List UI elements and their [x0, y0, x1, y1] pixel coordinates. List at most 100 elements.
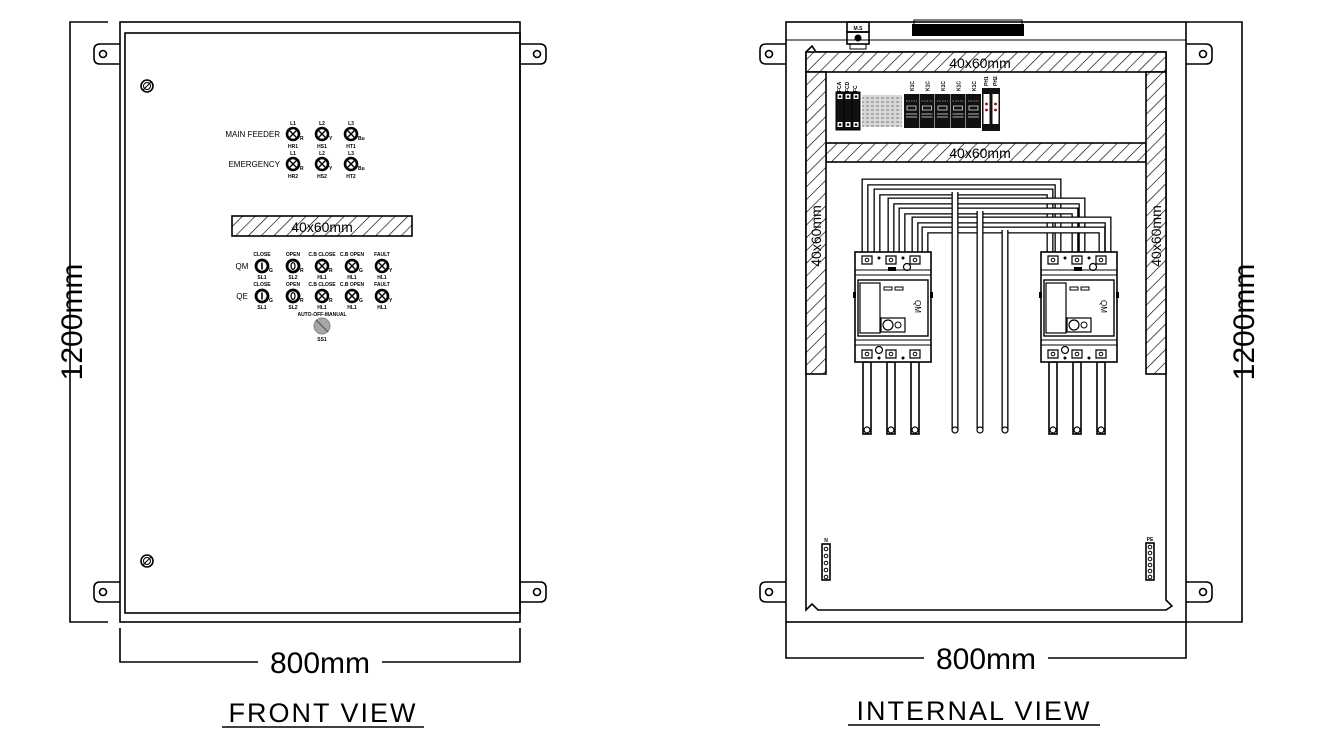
- control-tag-label: SL1: [257, 275, 266, 281]
- neutral-label: N: [824, 538, 828, 544]
- relay: K1C: [919, 81, 935, 128]
- control-top-label: OPEN: [286, 252, 301, 258]
- relay-label: K1C: [941, 81, 947, 91]
- lamp-color-label: Bu: [358, 136, 365, 142]
- middle-busbar-label: 40x60mm: [949, 145, 1010, 161]
- selector-switch[interactable]: AUTO-OFF-MANUAL SS1: [297, 312, 346, 343]
- control-top-label: C.B OPEN: [340, 282, 365, 288]
- front-width-label: 800mm: [270, 647, 370, 680]
- lamp-phase-label: L2: [319, 151, 325, 157]
- relay-label: K1C: [972, 81, 978, 91]
- control-color-label: R: [300, 298, 304, 304]
- control-color-label: Y: [389, 268, 393, 274]
- lamp-color-label: Y: [329, 136, 333, 142]
- right-busbar: [1145, 71, 1167, 375]
- door-lock-top-icon: [140, 79, 154, 93]
- lamp-phase-label: L1: [290, 151, 296, 157]
- relay: K1C: [904, 81, 919, 128]
- internal-height-dimension: 1200mm: [1186, 21, 1261, 623]
- lamp-tag-label: HR2: [288, 174, 298, 180]
- selector-switch-bottom-label: SS1: [317, 337, 327, 343]
- fuse-label: FC: [853, 85, 859, 92]
- front-height-dimension: 1200mm: [56, 21, 108, 623]
- relay: K1C: [935, 81, 950, 128]
- control-tag-label: HL1: [377, 275, 387, 281]
- fuse-label: FCA: [837, 81, 843, 92]
- control-color-label: G: [359, 268, 363, 274]
- phase-relay: PH1: [982, 76, 991, 131]
- breaker-label: QM: [1099, 300, 1108, 313]
- left-busbar: [805, 71, 827, 375]
- indicator-row-label: MAIN FEEDER: [225, 130, 280, 139]
- lamp-phase-label: L2: [319, 121, 325, 127]
- control-color-label: Y: [389, 298, 393, 304]
- enclosure-door: [124, 32, 521, 614]
- internal-height-label: 1200mm: [1228, 264, 1261, 381]
- molded-case-breaker: QM: [853, 251, 933, 435]
- control-tag-label: SL2: [288, 275, 297, 281]
- lamp-phase-label: L1: [290, 121, 296, 127]
- control-top-label: FAULT: [374, 282, 390, 288]
- right-busbar-label: 40x60mm: [1148, 205, 1164, 266]
- front-busbar-label: 40x60mm: [291, 219, 352, 235]
- neutral-terminal-bar: N: [821, 538, 831, 581]
- front-width-dimension: 800mm: [119, 628, 521, 680]
- control-color-label: G: [269, 268, 273, 274]
- mcb-device: M.S: [846, 21, 870, 50]
- phase-relay: PH2: [991, 76, 1000, 131]
- fuse-holder: FCA: [835, 81, 845, 131]
- control-tag-label: HL1: [347, 305, 357, 311]
- control-top-label: C.B CLOSE: [308, 282, 336, 288]
- indicator-row-label: EMERGENCY: [228, 160, 280, 169]
- control-tag-label: HL1: [377, 305, 387, 311]
- mounting-plate: [805, 44, 1174, 612]
- earth-terminal-bar: PE: [1145, 537, 1155, 581]
- lamp-tag-label: HT2: [346, 174, 356, 180]
- relay-label: K1C: [910, 81, 916, 91]
- relay: K1C: [966, 81, 981, 128]
- control-row-label: QE: [236, 292, 248, 301]
- internal-width-dimension: 800mm: [785, 622, 1187, 676]
- control-top-label: C.B CLOSE: [308, 252, 336, 258]
- selector-switch-top-label: AUTO-OFF-MANUAL: [297, 312, 346, 318]
- lamp-color-label: Bu: [358, 166, 365, 172]
- mcb-label: M.S: [854, 26, 864, 32]
- lamp-tag-label: HS2: [317, 174, 327, 180]
- lamp-tag-label: HS1: [317, 144, 327, 150]
- front-view: 1200mm 800mm: [56, 21, 547, 728]
- lamp-phase-label: L3: [348, 121, 354, 127]
- breaker-label: QM: [913, 300, 922, 313]
- lamp-phase-label: L3: [348, 151, 354, 157]
- front-height-label: 1200mm: [56, 264, 89, 381]
- mounting-brackets: [93, 43, 547, 603]
- control-top-label: CLOSE: [253, 282, 271, 288]
- control-color-label: R: [300, 268, 304, 274]
- front-busbar: 40x60mm: [231, 215, 413, 237]
- door-lock-bottom-icon: [140, 554, 154, 568]
- control-tag-label: HL1: [347, 275, 357, 281]
- fuse-label: FCD: [845, 81, 851, 92]
- control-color-label: R: [329, 268, 333, 274]
- relay: K1C: [950, 81, 966, 128]
- fuse-holder: FCD: [843, 81, 853, 131]
